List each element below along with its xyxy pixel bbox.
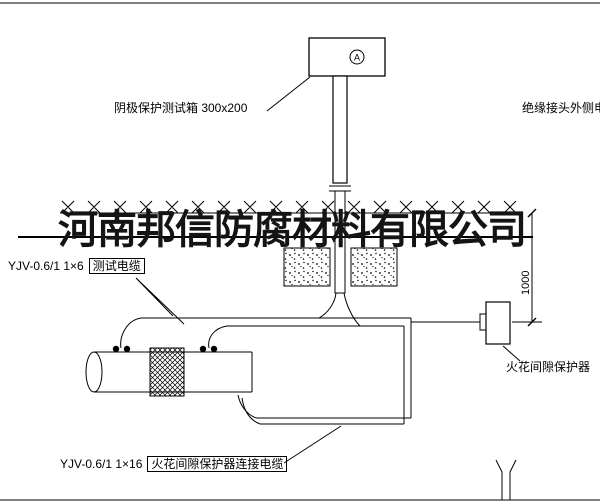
cable-weld-dots (112, 345, 218, 353)
test-cable-spec: YJV-0.6/1 1×6 (8, 259, 84, 273)
spark-gap-leader-line (502, 345, 521, 362)
test-box-label: 阴极保护测试箱 300x200 (114, 101, 248, 115)
concrete-block-left (283, 247, 331, 287)
spark-gap-connection-cables (237, 318, 484, 425)
test-cable-label: YJV-0.6/1 1×6 测试电缆 (8, 258, 145, 274)
ammeter-letter: A (354, 53, 360, 63)
concrete-block-right (350, 247, 398, 287)
outer-cable-label: 绝缘接头外侧电缆 (522, 101, 600, 115)
corner-detail-symbol (495, 459, 517, 500)
connection-cable-label: YJV-0.6/1 1×16 火花间隙保护器连接电缆 (60, 456, 288, 472)
riser-conduit (329, 75, 351, 294)
insulating-joint-hatch (149, 347, 185, 397)
test-box-leader-line (266, 76, 311, 112)
ground-hatch-marks (61, 200, 517, 214)
test-cable-leader-lines (135, 277, 185, 325)
connection-cable-name: 火花间隙保护器连接电缆 (147, 456, 288, 472)
dimension-1000 (512, 208, 542, 327)
dimension-text: 1000 (520, 271, 532, 295)
connection-cable-spec: YJV-0.6/1 1×16 (60, 457, 143, 471)
test-cable-runs (120, 292, 411, 349)
test-cable-name: 测试电缆 (88, 258, 145, 274)
ammeter-symbol (349, 49, 365, 65)
spark-gap-protector (479, 301, 511, 345)
spark-gap-label: 火花间隙保护器 (506, 360, 591, 374)
test-box (308, 37, 386, 77)
connection-cable-leader-line (283, 425, 342, 464)
